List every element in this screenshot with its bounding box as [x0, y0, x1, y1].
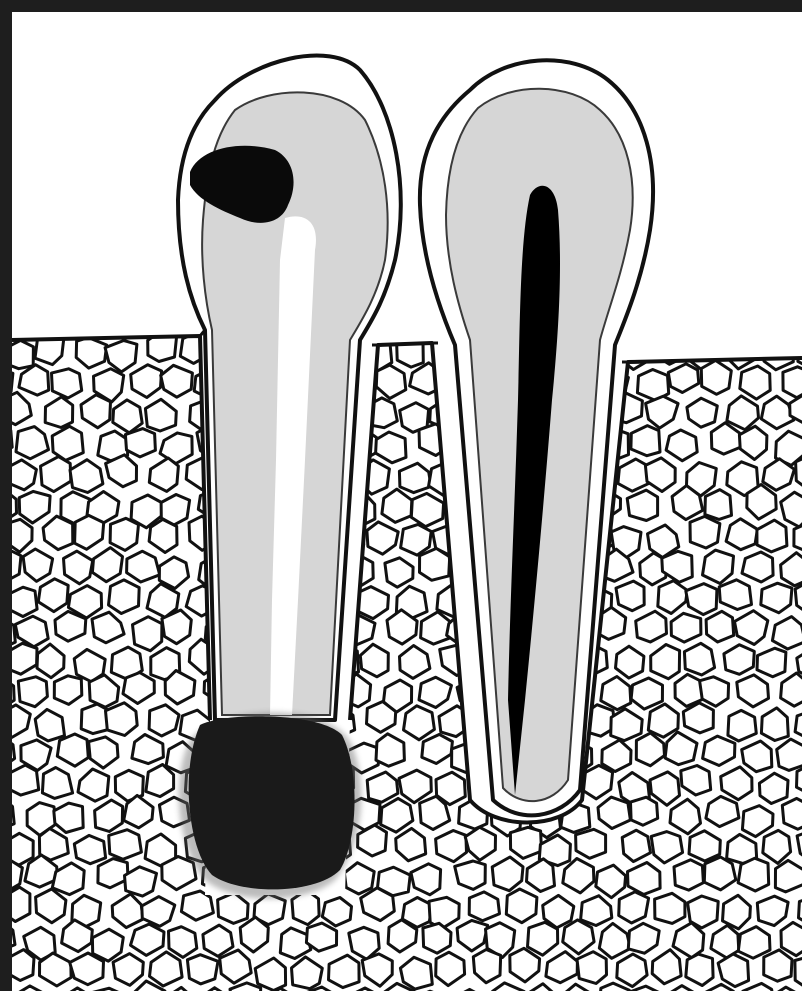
- bone-cell: [631, 797, 658, 825]
- bone-cell: [162, 610, 191, 644]
- bone-cell: [510, 827, 541, 858]
- bone-cell: [728, 710, 756, 741]
- bone-cell: [648, 704, 678, 737]
- bone-cell: [133, 617, 162, 651]
- bone-cell: [757, 648, 786, 677]
- bone-cell: [782, 798, 802, 829]
- bone-cell: [783, 367, 802, 398]
- bone-cell: [619, 892, 649, 923]
- bone-cell: [106, 703, 138, 736]
- lesion-core: [189, 716, 355, 889]
- bone-cell: [455, 861, 486, 889]
- bone-cell: [703, 736, 735, 765]
- bone-cell: [74, 835, 105, 863]
- bone-cell: [187, 955, 218, 984]
- bone-cell: [775, 860, 802, 892]
- bone-cell: [761, 583, 792, 613]
- bone-cell: [52, 369, 82, 398]
- bone-cell: [109, 830, 142, 860]
- bone-cell: [671, 613, 701, 642]
- bone-cell: [706, 611, 734, 642]
- bone-cell: [631, 426, 660, 456]
- bone-cell: [125, 867, 157, 896]
- bone-cell: [420, 548, 450, 580]
- bone-cell: [306, 923, 336, 951]
- bone-cell: [423, 923, 451, 953]
- periapical-lesion: [179, 713, 361, 899]
- bone-cell: [764, 950, 792, 981]
- alveolar-bone: [0, 298, 802, 991]
- bone-cell: [655, 893, 685, 923]
- bone-cell: [181, 891, 213, 920]
- bone-cell: [738, 927, 770, 959]
- bone-cell: [674, 860, 703, 890]
- bone-cell: [576, 829, 606, 858]
- bone-cell: [631, 678, 662, 709]
- bone-cell: [110, 518, 138, 550]
- bone-cell: [719, 580, 751, 610]
- bone-cell: [705, 490, 732, 520]
- bone-cell: [577, 952, 607, 984]
- bone-cell: [506, 889, 537, 923]
- bone-cell: [109, 580, 140, 614]
- bone-cell: [469, 892, 499, 921]
- bone-cell: [684, 643, 714, 675]
- bone-cell: [690, 516, 720, 548]
- bone-cell: [616, 581, 644, 611]
- bone-cell: [738, 858, 769, 891]
- bone-cell: [55, 611, 86, 641]
- bone-cell: [125, 429, 155, 457]
